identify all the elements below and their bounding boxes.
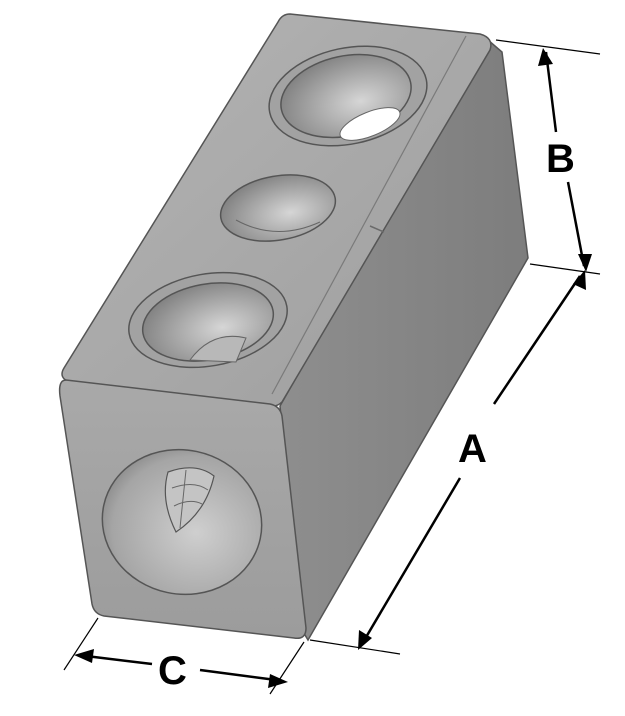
top-hole-1 bbox=[268, 45, 428, 147]
block-right-face bbox=[279, 38, 529, 642]
top-face-ridge-notch bbox=[369, 225, 385, 233]
top-hole-3 bbox=[128, 271, 288, 369]
dimension-a-label: A bbox=[458, 427, 487, 471]
dimension-c-arrowhead-right bbox=[268, 674, 288, 688]
dimension-c-label: C bbox=[158, 649, 187, 693]
top-hole-2 bbox=[219, 174, 337, 242]
dimension-b-label: B bbox=[546, 137, 575, 181]
top-face-ridge bbox=[271, 35, 467, 395]
dimension-a: A bbox=[309, 270, 586, 655]
dimension-b-arrowhead-bottom bbox=[578, 254, 592, 272]
dimension-b: B bbox=[495, 39, 601, 275]
dimension-c-arrowhead-left bbox=[74, 649, 94, 663]
screw-tip bbox=[164, 467, 215, 533]
front-hole bbox=[101, 448, 263, 596]
dimension-b-arrowhead-top bbox=[538, 48, 553, 66]
dimension-a-arrowhead-bottom bbox=[358, 630, 372, 650]
dimension-a-arrowhead-top bbox=[573, 270, 586, 290]
dimension-c: C bbox=[63, 617, 305, 695]
